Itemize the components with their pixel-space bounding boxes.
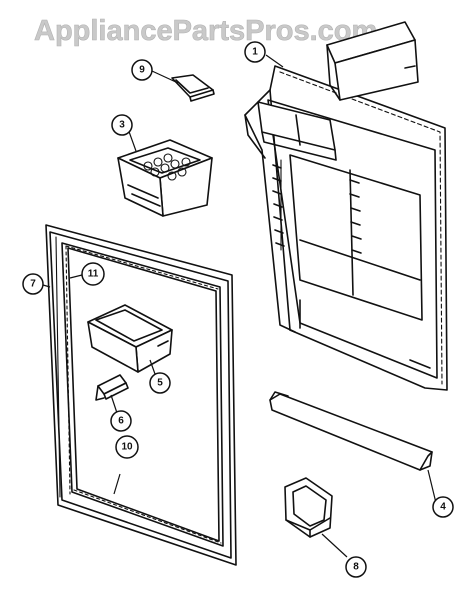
svg-text:6: 6 [118, 416, 124, 427]
callout-1: 1 [244, 41, 266, 63]
part-3-egg-bin [117, 139, 213, 217]
part-6-clip [95, 374, 129, 401]
callout-11: 11 [81, 262, 105, 286]
svg-text:7: 7 [30, 279, 36, 290]
svg-text:10: 10 [121, 442, 133, 453]
svg-text:9: 9 [139, 65, 145, 76]
svg-text:11: 11 [88, 269, 99, 280]
svg-text:8: 8 [353, 562, 359, 573]
svg-text:5: 5 [157, 378, 163, 389]
part-dairy-door [326, 21, 419, 101]
callout-5: 5 [149, 372, 171, 394]
callout-10: 10 [115, 435, 139, 459]
callout-9: 9 [131, 59, 153, 81]
part-7-door-panel [45, 224, 237, 566]
svg-text:1: 1 [252, 47, 258, 58]
watermark: AppliancePartsPros.com [34, 15, 377, 47]
part-4-trim-strip [269, 391, 433, 471]
callout-3: 3 [111, 114, 133, 136]
part-9-cover [171, 74, 215, 102]
svg-text:4: 4 [440, 502, 446, 513]
callout-8: 8 [345, 556, 367, 578]
svg-text:3: 3 [119, 120, 125, 131]
callout-4: 4 [432, 496, 454, 518]
part-8-small-bin [284, 477, 333, 538]
part-1-door-liner [244, 65, 448, 391]
part-5-door-bin [87, 304, 173, 373]
callout-6: 6 [110, 410, 132, 432]
part-10-bottom-strip [73, 489, 222, 544]
part-11-gasket [55, 236, 219, 498]
callout-7: 7 [22, 273, 44, 295]
